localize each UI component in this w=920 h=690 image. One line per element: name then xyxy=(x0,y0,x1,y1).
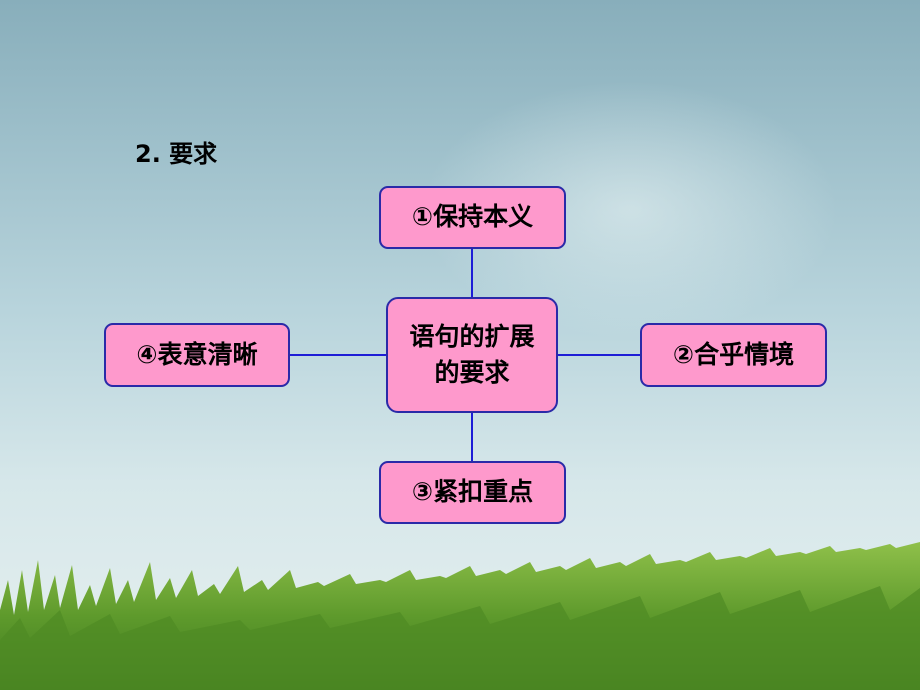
node-bottom-label: ③紧扣重点 xyxy=(411,477,534,507)
node-top-label: ①保持本义 xyxy=(411,202,534,232)
node-fit-context: ②合乎情境 xyxy=(640,323,827,387)
node-keep-original-meaning: ①保持本义 xyxy=(379,186,566,249)
center-label-line2: 的要求 xyxy=(434,358,510,387)
node-center-requirements: 语句的扩展 的要求 xyxy=(386,297,558,413)
center-label-line1: 语句的扩展 xyxy=(409,321,535,351)
node-left-label: ④表意清晰 xyxy=(136,339,258,369)
grass-background xyxy=(0,542,920,690)
node-clear-expression: ④表意清晰 xyxy=(104,323,290,387)
node-right-label: ②合乎情境 xyxy=(672,339,795,369)
section-heading: 2. 要求 xyxy=(135,140,218,168)
node-focus-key-point: ③紧扣重点 xyxy=(379,461,566,524)
